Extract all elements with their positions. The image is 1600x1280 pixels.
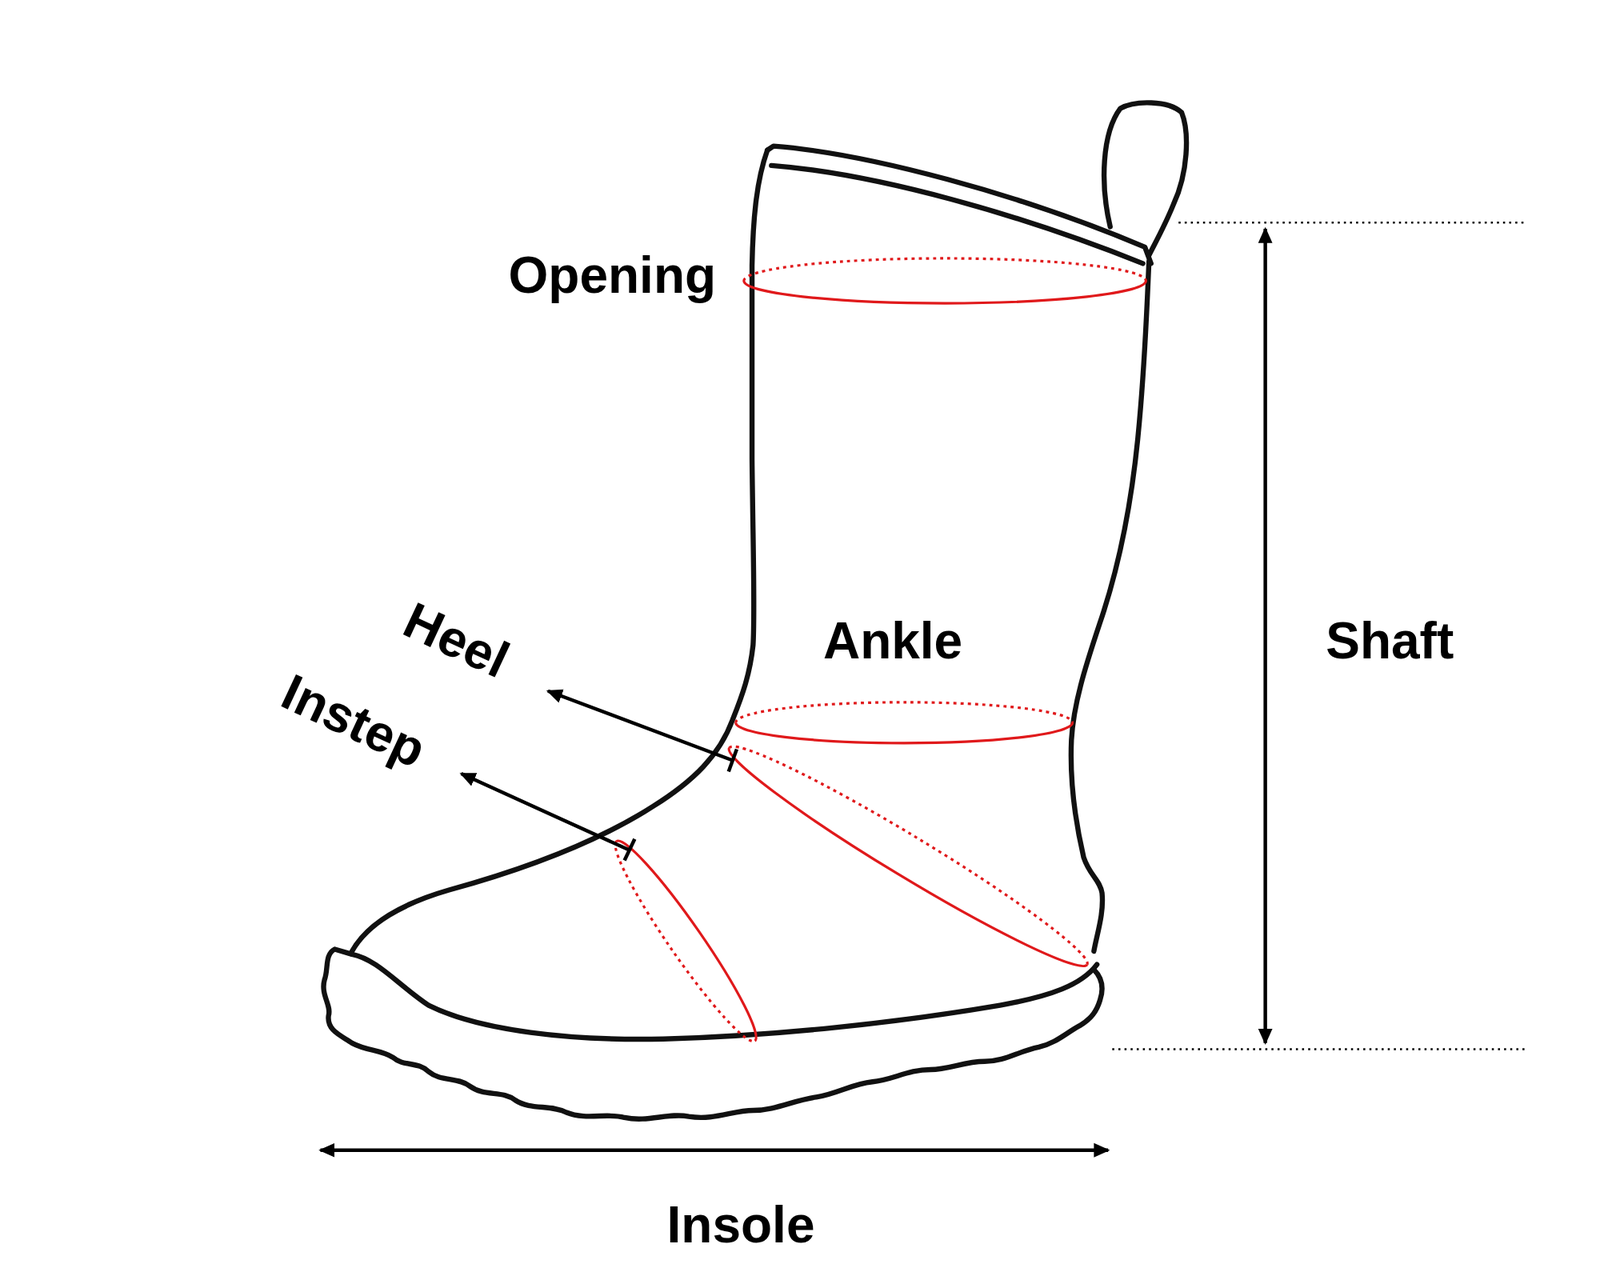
ankle-ellipse [736,702,1073,744]
boot-outline [352,954,1097,1040]
instep-arrow [461,773,630,851]
insole-dimension [320,1148,1109,1152]
part-label: Instep [275,665,434,776]
extension-line [1178,221,1526,224]
heel-arrow [548,691,733,761]
part-label: Heel [396,593,516,686]
instep-tick [624,839,636,861]
sole [323,948,1102,1119]
instep-ellipse [603,832,768,1051]
extension-line [1112,1048,1526,1051]
boot-outline [352,150,768,952]
dimension-label: Insole [667,1199,816,1251]
part-label: Opening [508,249,717,301]
heel-ellipse [718,730,1098,983]
opening-ellipse [744,258,1147,304]
heel-tick [728,748,737,772]
pull-tab [1104,102,1187,256]
collar [767,146,1152,264]
dimension-label: Shaft [1325,615,1454,667]
shaft-dimension [1263,228,1267,1044]
collar-inner [771,165,1143,264]
part-label: Ankle [823,615,963,667]
boot-outline [1071,261,1149,952]
